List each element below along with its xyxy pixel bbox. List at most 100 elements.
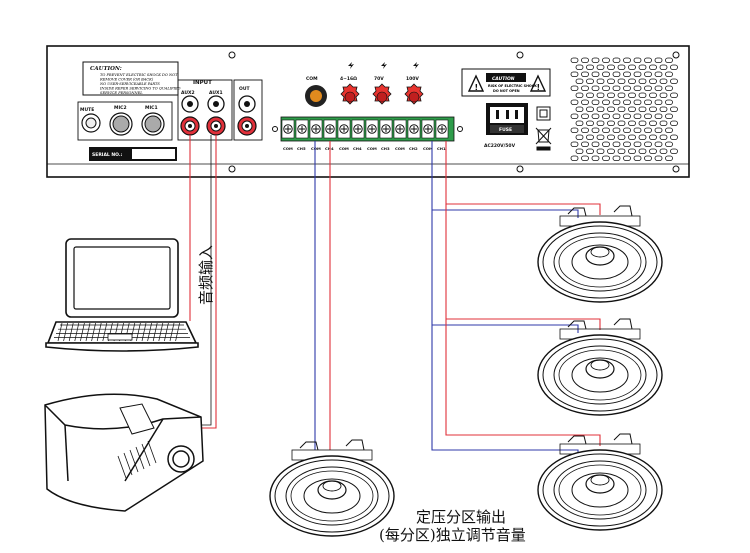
vent-slot [581,155,589,161]
vent-slot [659,106,668,112]
vent-slot [581,99,589,105]
vent-slot [602,155,610,161]
vent-slot [659,120,668,126]
vent-slot [633,71,642,77]
vent-slot [591,155,600,161]
vent-slot [628,148,636,154]
svg-text:!: ! [475,83,479,92]
vent-slot [617,120,626,126]
vent-slot [602,57,610,63]
terminal-screw[interactable] [407,119,421,139]
vent-slot [575,106,584,112]
vent-slot [607,148,615,154]
vent-slot [649,120,657,126]
vent-slot [633,127,642,133]
out-jack-white[interactable] [238,95,256,113]
signal-wires [186,135,601,460]
vent-slot [612,99,621,105]
mute-switch[interactable] [81,113,101,133]
terminal-screw[interactable] [365,119,379,139]
vent-slot [586,92,594,98]
terminal-screw[interactable] [393,119,407,139]
weee-bin-icon [535,127,552,151]
vent-slot [649,148,657,154]
vent-slot [644,141,652,147]
vent-slot [633,57,642,63]
ac-power-inlet[interactable]: FUSE [486,103,528,135]
vent-slot [644,99,652,105]
vent-slot [602,141,610,147]
terminal-screw[interactable] [323,119,337,139]
vent-slot [586,78,594,84]
aux1-jack-white[interactable] [207,95,225,113]
vent-slot [617,134,626,140]
mic1-jack[interactable] [141,112,165,136]
aux2-jack-red[interactable] [180,116,200,136]
vent-slot [602,71,610,77]
vent-slot [654,85,663,91]
vent-slot [586,134,594,140]
vent-slot [570,141,579,147]
com-binding-post[interactable] [305,85,327,107]
ceiling-speaker-1 [537,205,663,303]
caution-line-1: TO PREVENT ELECTRIC SHOCK DO NOT [100,73,178,77]
terminal-label: COM [423,146,433,151]
vent-slot [644,155,652,161]
terminal-screw[interactable] [421,119,435,139]
aux1-jack-red[interactable] [206,116,226,136]
caution-line-3: NO USER-SERVICEABLE PARTS [99,82,160,86]
terminal-label: CH5 [297,146,306,151]
vent-slot [665,155,673,161]
screw-hole [228,165,236,173]
vent-slot [570,71,579,77]
ohm-binding-post[interactable] [340,83,360,105]
100v-binding-post[interactable] [404,83,424,105]
aux2-label: AUX2 [181,90,195,96]
70v-binding-post[interactable] [372,83,392,105]
vent-slot [638,148,647,154]
terminal-label: CH4 [353,146,362,151]
vent-slot [654,71,663,77]
vent-slot [596,78,605,84]
vent-slot [649,64,657,70]
vent-slot [623,113,631,119]
vent-slot [607,64,615,70]
vent-slot [596,92,605,98]
terminal-screw[interactable] [379,119,393,139]
out-jack-red[interactable] [237,116,257,136]
terminal-screw[interactable] [435,119,449,139]
vent-slot [612,141,621,147]
terminal-label: COM [311,146,321,151]
terminal-screw[interactable] [351,119,365,139]
vent-slot [623,71,631,77]
vent-slot [612,71,621,77]
vent-slot [633,99,642,105]
vent-slot [623,155,631,161]
vent-slot [659,92,668,98]
terminal-screw[interactable] [295,119,309,139]
ohm-output-label: 4~16Ω [340,76,357,82]
vent-slot [575,64,584,70]
vent-slot [628,78,636,84]
vent-slot [591,141,600,147]
aux2-jack-white[interactable] [181,95,199,113]
vent-slot [581,113,589,119]
terminal-screw[interactable] [337,119,351,139]
vent-slot [591,127,600,133]
vent-slot [586,106,594,112]
warning-icon: ! [467,74,485,92]
mic1-label: MIC1 [145,105,158,111]
screw-hole [516,165,524,173]
screw-hole [672,51,680,59]
vent-slot [607,106,615,112]
mic2-jack[interactable] [109,112,133,136]
caution-title: CAUTION: [90,66,122,72]
vent-slot [665,127,673,133]
vent-slot [659,148,668,154]
vent-slot [659,78,668,84]
terminal-screw[interactable] [309,119,323,139]
terminal-screw[interactable] [281,119,295,139]
vent-slot [581,85,589,91]
vent-slot [581,141,589,147]
vent-slot [654,113,663,119]
